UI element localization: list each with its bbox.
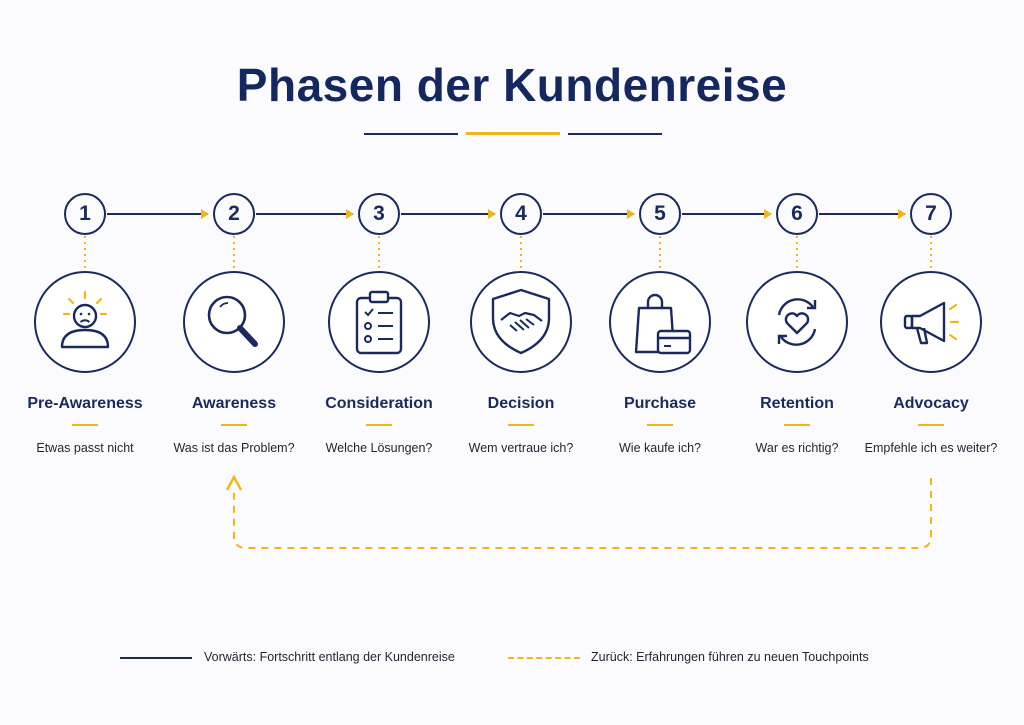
stage-question: Wie kaufe ich? — [619, 441, 701, 455]
forward-arrow-head — [764, 209, 772, 219]
stage-icon-circle-1 — [34, 271, 136, 373]
stage-label: Purchase — [623, 395, 697, 412]
forward-arrow-head — [346, 209, 354, 219]
forward-arrow-head — [898, 209, 906, 219]
stage-label: Pre-Awareness — [27, 395, 143, 412]
page-title: Phasen der Kundenreise — [236, 59, 788, 111]
stage-label: Consideration — [325, 395, 433, 412]
stage-number-1: 1 — [64, 193, 106, 235]
feedback-arrow-head — [225, 474, 243, 491]
magnifier-icon — [207, 295, 258, 347]
stage-question: Etwas passt nicht — [36, 441, 134, 455]
forward-arrow-head — [488, 209, 496, 219]
legend-forward-text: Vorwärts: Fortschritt entlang der Kunden… — [204, 650, 455, 664]
stage-label: Advocacy — [893, 395, 969, 412]
forward-arrow-head — [201, 209, 209, 219]
stage-label: Awareness — [191, 395, 277, 412]
confused-person-icon — [60, 290, 110, 349]
title-rule-left — [364, 133, 458, 135]
stage-number-5: 5 — [639, 193, 681, 235]
stage-underline — [647, 424, 673, 426]
stage-number-7: 7 — [910, 193, 952, 235]
stage-label: Retention — [760, 395, 834, 412]
feedback-loop-path — [233, 478, 932, 549]
stage-underline — [72, 424, 98, 426]
megaphone-icon — [903, 301, 960, 345]
title-rule-center — [466, 132, 560, 135]
stage-icon-circle-6 — [746, 271, 848, 373]
stage-number-6: 6 — [776, 193, 818, 235]
stage-underline — [508, 424, 534, 426]
stage-underline — [784, 424, 810, 426]
stage-question: Was ist das Problem? — [173, 441, 295, 455]
legend-back-line — [508, 657, 580, 659]
title-rule-right — [568, 133, 662, 135]
stage-number-3: 3 — [358, 193, 400, 235]
stage-question: Wem vertraue ich? — [468, 441, 574, 455]
legend-forward-line — [120, 657, 192, 659]
stage-number-4: 4 — [500, 193, 542, 235]
stage-underline — [918, 424, 944, 426]
handshake-shield-icon — [491, 288, 551, 355]
stage-underline — [221, 424, 247, 426]
checklist-clipboard-icon — [355, 290, 403, 355]
shopping-bag-card-icon — [634, 293, 692, 355]
legend-back-text: Zurück: Erfahrungen führen zu neuen Touc… — [591, 650, 869, 664]
forward-arrow-head — [627, 209, 635, 219]
stage-icon-circle-5 — [609, 271, 711, 373]
stage-icon-circle-2 — [183, 271, 285, 373]
stage-underline — [366, 424, 392, 426]
stage-label: Decision — [487, 395, 555, 412]
stage-number-2: 2 — [213, 193, 255, 235]
stage-icon-circle-7 — [880, 271, 982, 373]
stage-question: War es richtig? — [755, 441, 839, 455]
stage-question: Welche Lösungen? — [325, 441, 433, 455]
stage-icon-circle-4 — [470, 271, 572, 373]
stage-question: Empfehle ich es weiter? — [864, 441, 998, 455]
stage-icon-circle-3 — [328, 271, 430, 373]
heart-cycle-icon — [777, 298, 817, 346]
